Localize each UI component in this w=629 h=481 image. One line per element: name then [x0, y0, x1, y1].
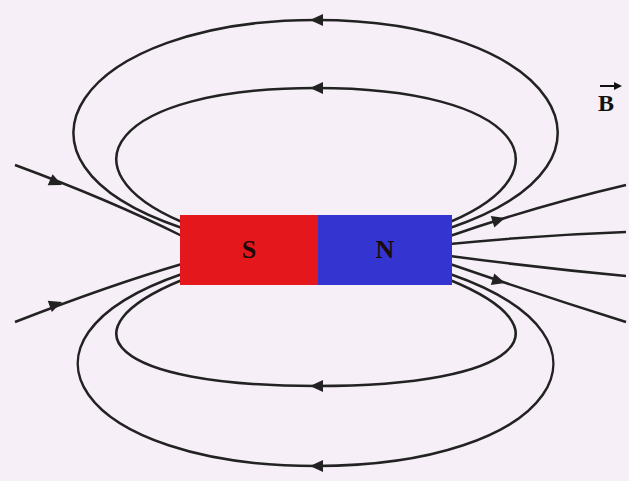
arrowhead: [310, 82, 323, 94]
field-line: [450, 232, 626, 244]
arrowhead: [491, 212, 507, 227]
field-symbol: B: [598, 90, 614, 117]
arrowhead: [310, 380, 323, 392]
pole-letter: S: [242, 235, 256, 265]
field-line: [450, 256, 626, 276]
field-line: [15, 165, 182, 236]
arrowhead: [310, 14, 323, 26]
south-pole: S: [180, 215, 318, 285]
arrowhead: [491, 273, 507, 288]
vector-arrow: [600, 82, 622, 90]
north-pole: N: [318, 215, 452, 285]
field-line: [15, 264, 182, 322]
arrowhead: [48, 174, 65, 190]
arrowhead: [310, 460, 323, 472]
field-arrows: [48, 14, 507, 472]
field-line: [78, 274, 554, 466]
arrowhead: [48, 296, 64, 312]
field-line: [73, 20, 557, 228]
field-line-group: [15, 20, 626, 466]
pole-letter: N: [376, 235, 395, 265]
field-line: [450, 185, 626, 236]
field-line: [116, 88, 515, 222]
field-line: [116, 280, 515, 386]
